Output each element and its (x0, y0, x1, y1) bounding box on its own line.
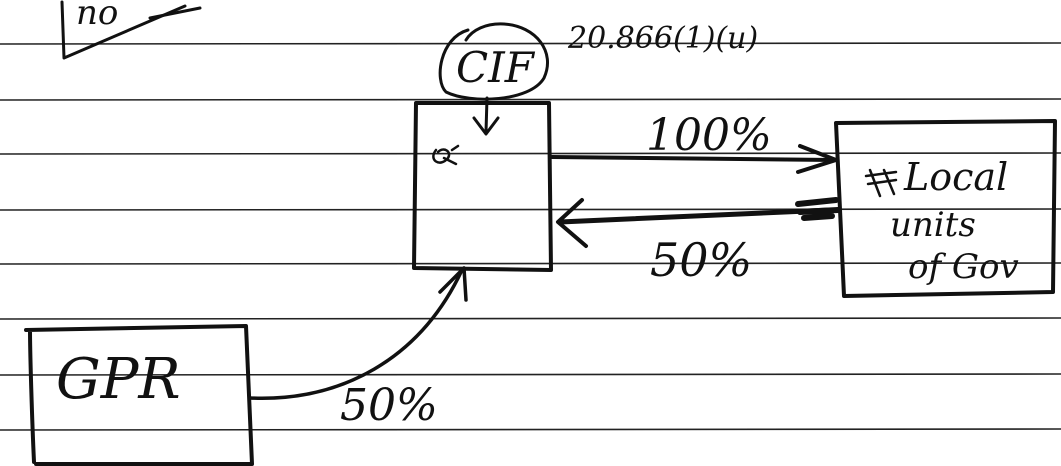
gpr-label: GPR (56, 347, 181, 412)
statute-reference: 20.866(1)(u) (567, 21, 758, 56)
local-units-line3: of Gov (908, 247, 1019, 287)
corner-note: no (60, 0, 202, 60)
flow-from-local: 50% (556, 197, 841, 287)
local-units-line1: Local (903, 155, 1008, 199)
ruled-lines (0, 42, 1061, 431)
cif-label: CIF (456, 43, 536, 92)
corner-note-text: no (76, 0, 118, 33)
flow-to-local: 100% (550, 110, 838, 174)
flow-from-local-label: 50% (650, 233, 752, 287)
flow-to-local-label: 100% (646, 110, 772, 161)
gpr-box: GPR (24, 324, 254, 466)
cif-node: CIF (438, 22, 550, 136)
local-units-box: Local units of Gov (834, 119, 1057, 298)
flow-from-gpr-label: 50% (340, 380, 438, 431)
central-fund-box (412, 101, 553, 272)
flow-from-gpr: 50% (248, 266, 468, 431)
local-units-line2: units (890, 205, 976, 245)
